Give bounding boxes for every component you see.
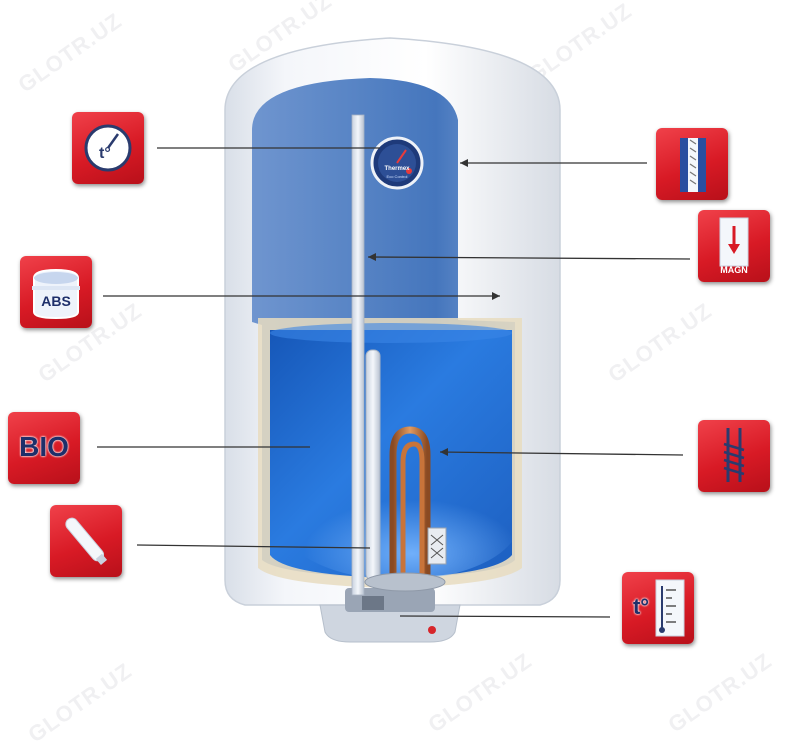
magnesium-badge[interactable]: MAGN <box>698 210 770 282</box>
insulation-layer-icon <box>680 138 706 192</box>
thermometer-dial-badge[interactable]: t° <box>72 112 144 184</box>
magnesium-label: MAGN <box>720 265 748 275</box>
heating-element-icon <box>723 428 745 482</box>
thermometer-dial-icon: t° <box>84 124 132 172</box>
anode-badge[interactable] <box>50 505 122 577</box>
abs-badge[interactable]: ABS <box>20 256 92 328</box>
brand-label: Thermex <box>384 166 410 172</box>
abs-tank-icon <box>32 268 80 320</box>
bio-badge[interactable]: BIO <box>8 412 80 484</box>
model-label: Eco Control <box>386 174 408 179</box>
thermometer-label: t° <box>632 594 650 619</box>
svg-text:t°: t° <box>99 145 111 162</box>
thermostat-badge[interactable]: t° <box>622 572 694 644</box>
bio-label: BIO <box>19 431 69 462</box>
insulation-badge[interactable] <box>656 128 728 200</box>
thermostat-scale-icon <box>655 579 685 637</box>
magnesium-anode-icon <box>719 217 749 267</box>
anode-rod-icon <box>65 517 108 566</box>
heating-element-badge[interactable] <box>698 420 770 492</box>
abs-label: ABS <box>41 293 71 309</box>
